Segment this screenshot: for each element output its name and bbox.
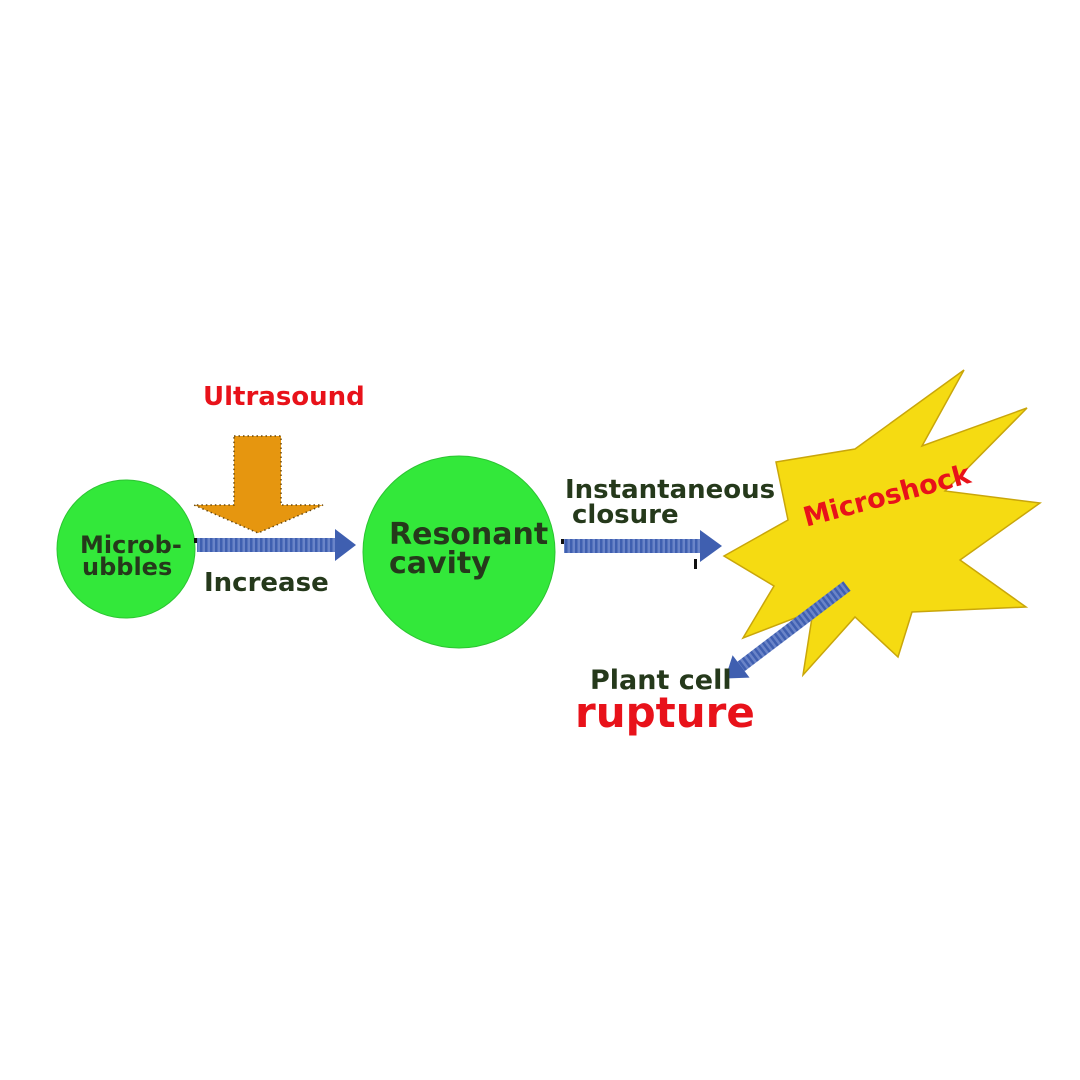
plant-cell-label: Plant cell [590,665,732,696]
closure-label: closure [572,500,679,530]
microbubbles-circle [56,479,196,619]
resonant-cavity-circle [362,455,556,649]
resonant-label-line2: cavity [389,546,491,581]
microbubbles-label-line2: ubbles [82,553,173,581]
closure-arrow [561,530,722,569]
resonant-label-line1: Resonant [389,517,549,552]
increase-label: Increase [204,568,329,598]
microshock-burst [722,369,1042,678]
ultrasound-arrow [193,435,324,534]
rupture-label: rupture [575,688,755,737]
increase-arrow [194,529,356,561]
ultrasound-label: Ultrasound [203,382,365,412]
microbubbles-label-line1: Microb- [80,531,182,559]
instantaneous-label: Instantaneous [565,475,776,505]
rupture-arrow [725,581,851,679]
